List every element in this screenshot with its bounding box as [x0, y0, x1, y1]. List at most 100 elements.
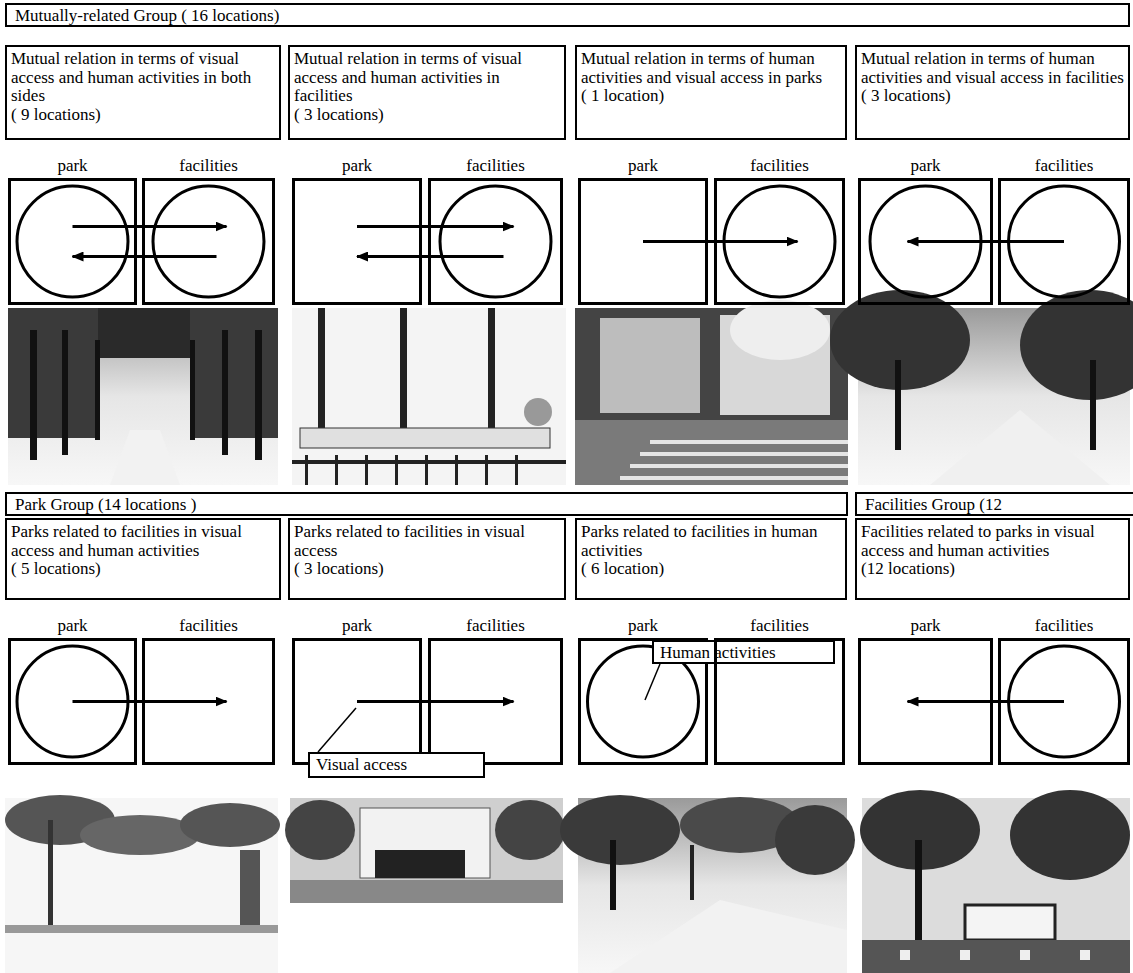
box-text: Mutual relation in terms of human activi… [581, 50, 841, 87]
relation-arrow [908, 240, 1065, 243]
area-label: facilities [711, 156, 848, 176]
area-square: park [858, 178, 993, 305]
category-box: Mutual relation in terms of visual acces… [5, 45, 281, 140]
count-text: ( 3 locations) [861, 87, 1124, 106]
group-band: Mutually-related Group ( 16 locations) [5, 3, 1130, 27]
area-label: park [5, 616, 140, 636]
activity-circle [1009, 646, 1120, 757]
activity-circle [431, 181, 560, 302]
area-label: facilities [711, 616, 848, 636]
category-box: Parks related to facilities in human act… [575, 518, 847, 600]
box-text: Park Group (14 locations ) [15, 495, 196, 514]
photo [285, 798, 565, 903]
area-label: park [575, 616, 711, 636]
activity-circle [11, 181, 134, 302]
count-text: ( 3 locations) [294, 106, 560, 125]
photo [830, 290, 1133, 485]
count-text: ( 6 location) [581, 560, 841, 579]
relation-arrow [908, 700, 1065, 703]
activity-circle [1009, 186, 1120, 297]
relation-arrow [643, 240, 798, 243]
count-text: ( 3 locations) [294, 560, 560, 579]
box-text: Human activities [660, 643, 776, 662]
box-text: Mutual relation in terms of visual acces… [11, 50, 275, 106]
area-label: facilities [425, 156, 566, 176]
area-label: facilities [995, 616, 1133, 636]
area-square: facilities [998, 638, 1130, 765]
activity-circle [153, 186, 264, 297]
area-square: parkHuman activities [578, 638, 708, 765]
callout-box: Visual access [308, 752, 485, 778]
area-square: facilities [428, 638, 563, 765]
activity-circle [11, 641, 134, 762]
category-box: Parks related to facilities in visual ac… [288, 518, 566, 600]
activity-circle [861, 181, 990, 302]
area-square: park [578, 178, 708, 305]
area-label: facilities [139, 156, 278, 176]
area-square: facilities [428, 178, 563, 305]
box-text: Facilities related to parks in visual ac… [861, 523, 1124, 560]
category-box: Mutual relation in terms of human activi… [855, 45, 1130, 140]
category-box: Parks related to facilities in visual ac… [5, 518, 281, 600]
relation-arrow [357, 225, 514, 228]
category-box: Mutual relation in terms of human activi… [575, 45, 847, 140]
area-square: facilities [714, 638, 845, 765]
category-box: Mutual relation in terms of visual acces… [288, 45, 566, 140]
photo [5, 795, 280, 973]
photo [560, 795, 855, 973]
photo [575, 300, 848, 485]
area-label: facilities [995, 156, 1133, 176]
area-label: park [855, 616, 996, 636]
box-text: Mutual relation in terms of human activi… [861, 50, 1124, 87]
area-square: park [8, 638, 137, 765]
count-text: (12 locations) [861, 560, 1124, 579]
activity-circle [145, 181, 272, 302]
activity-circle [1001, 181, 1127, 302]
relation-arrow [73, 225, 227, 228]
area-label: facilities [139, 616, 278, 636]
count-text: ( 5 locations) [11, 560, 275, 579]
area-square: park [858, 638, 993, 765]
photo [860, 790, 1130, 973]
area-label: park [289, 616, 425, 636]
category-box: Facilities related to parks in visual ac… [855, 518, 1130, 600]
area-square: facilities [142, 638, 275, 765]
activity-circle [717, 181, 842, 302]
activity-circle [724, 186, 835, 297]
box-text: Facilities Group (12 [865, 495, 1002, 514]
callout-box: Human activities [652, 640, 835, 664]
photo [292, 308, 566, 485]
box-text: Visual access [316, 755, 407, 774]
box-text: Parks related to facilities in human act… [581, 523, 841, 560]
group-band: Facilities Group (12 [855, 492, 1133, 516]
relation-arrow [357, 700, 514, 703]
relation-arrow [73, 700, 227, 703]
area-label: park [575, 156, 711, 176]
area-label: park [855, 156, 996, 176]
box-text: Mutually-related Group ( 16 locations) [15, 6, 279, 25]
leader-line [645, 664, 660, 700]
area-label: facilities [425, 616, 566, 636]
box-text: Parks related to facilities in visual ac… [294, 523, 560, 560]
activity-circle [1001, 641, 1127, 762]
area-square: facilities [998, 178, 1130, 305]
area-label: park [5, 156, 140, 176]
count-text: ( 9 locations) [11, 106, 275, 125]
activity-circle [870, 186, 981, 297]
count-text: ( 1 location) [581, 87, 841, 106]
area-label: park [289, 156, 425, 176]
area-square: facilities [142, 178, 275, 305]
photo [8, 308, 278, 485]
activity-circle [440, 186, 551, 297]
leader-line [318, 708, 356, 752]
area-square: park [292, 638, 422, 765]
box-text: Parks related to facilities in visual ac… [11, 523, 275, 560]
activity-circle [17, 186, 128, 297]
box-text: Mutual relation in terms of visual acces… [294, 50, 560, 106]
area-square: facilities [714, 178, 845, 305]
area-square: park [8, 178, 137, 305]
group-band: Park Group (14 locations ) [5, 492, 848, 516]
